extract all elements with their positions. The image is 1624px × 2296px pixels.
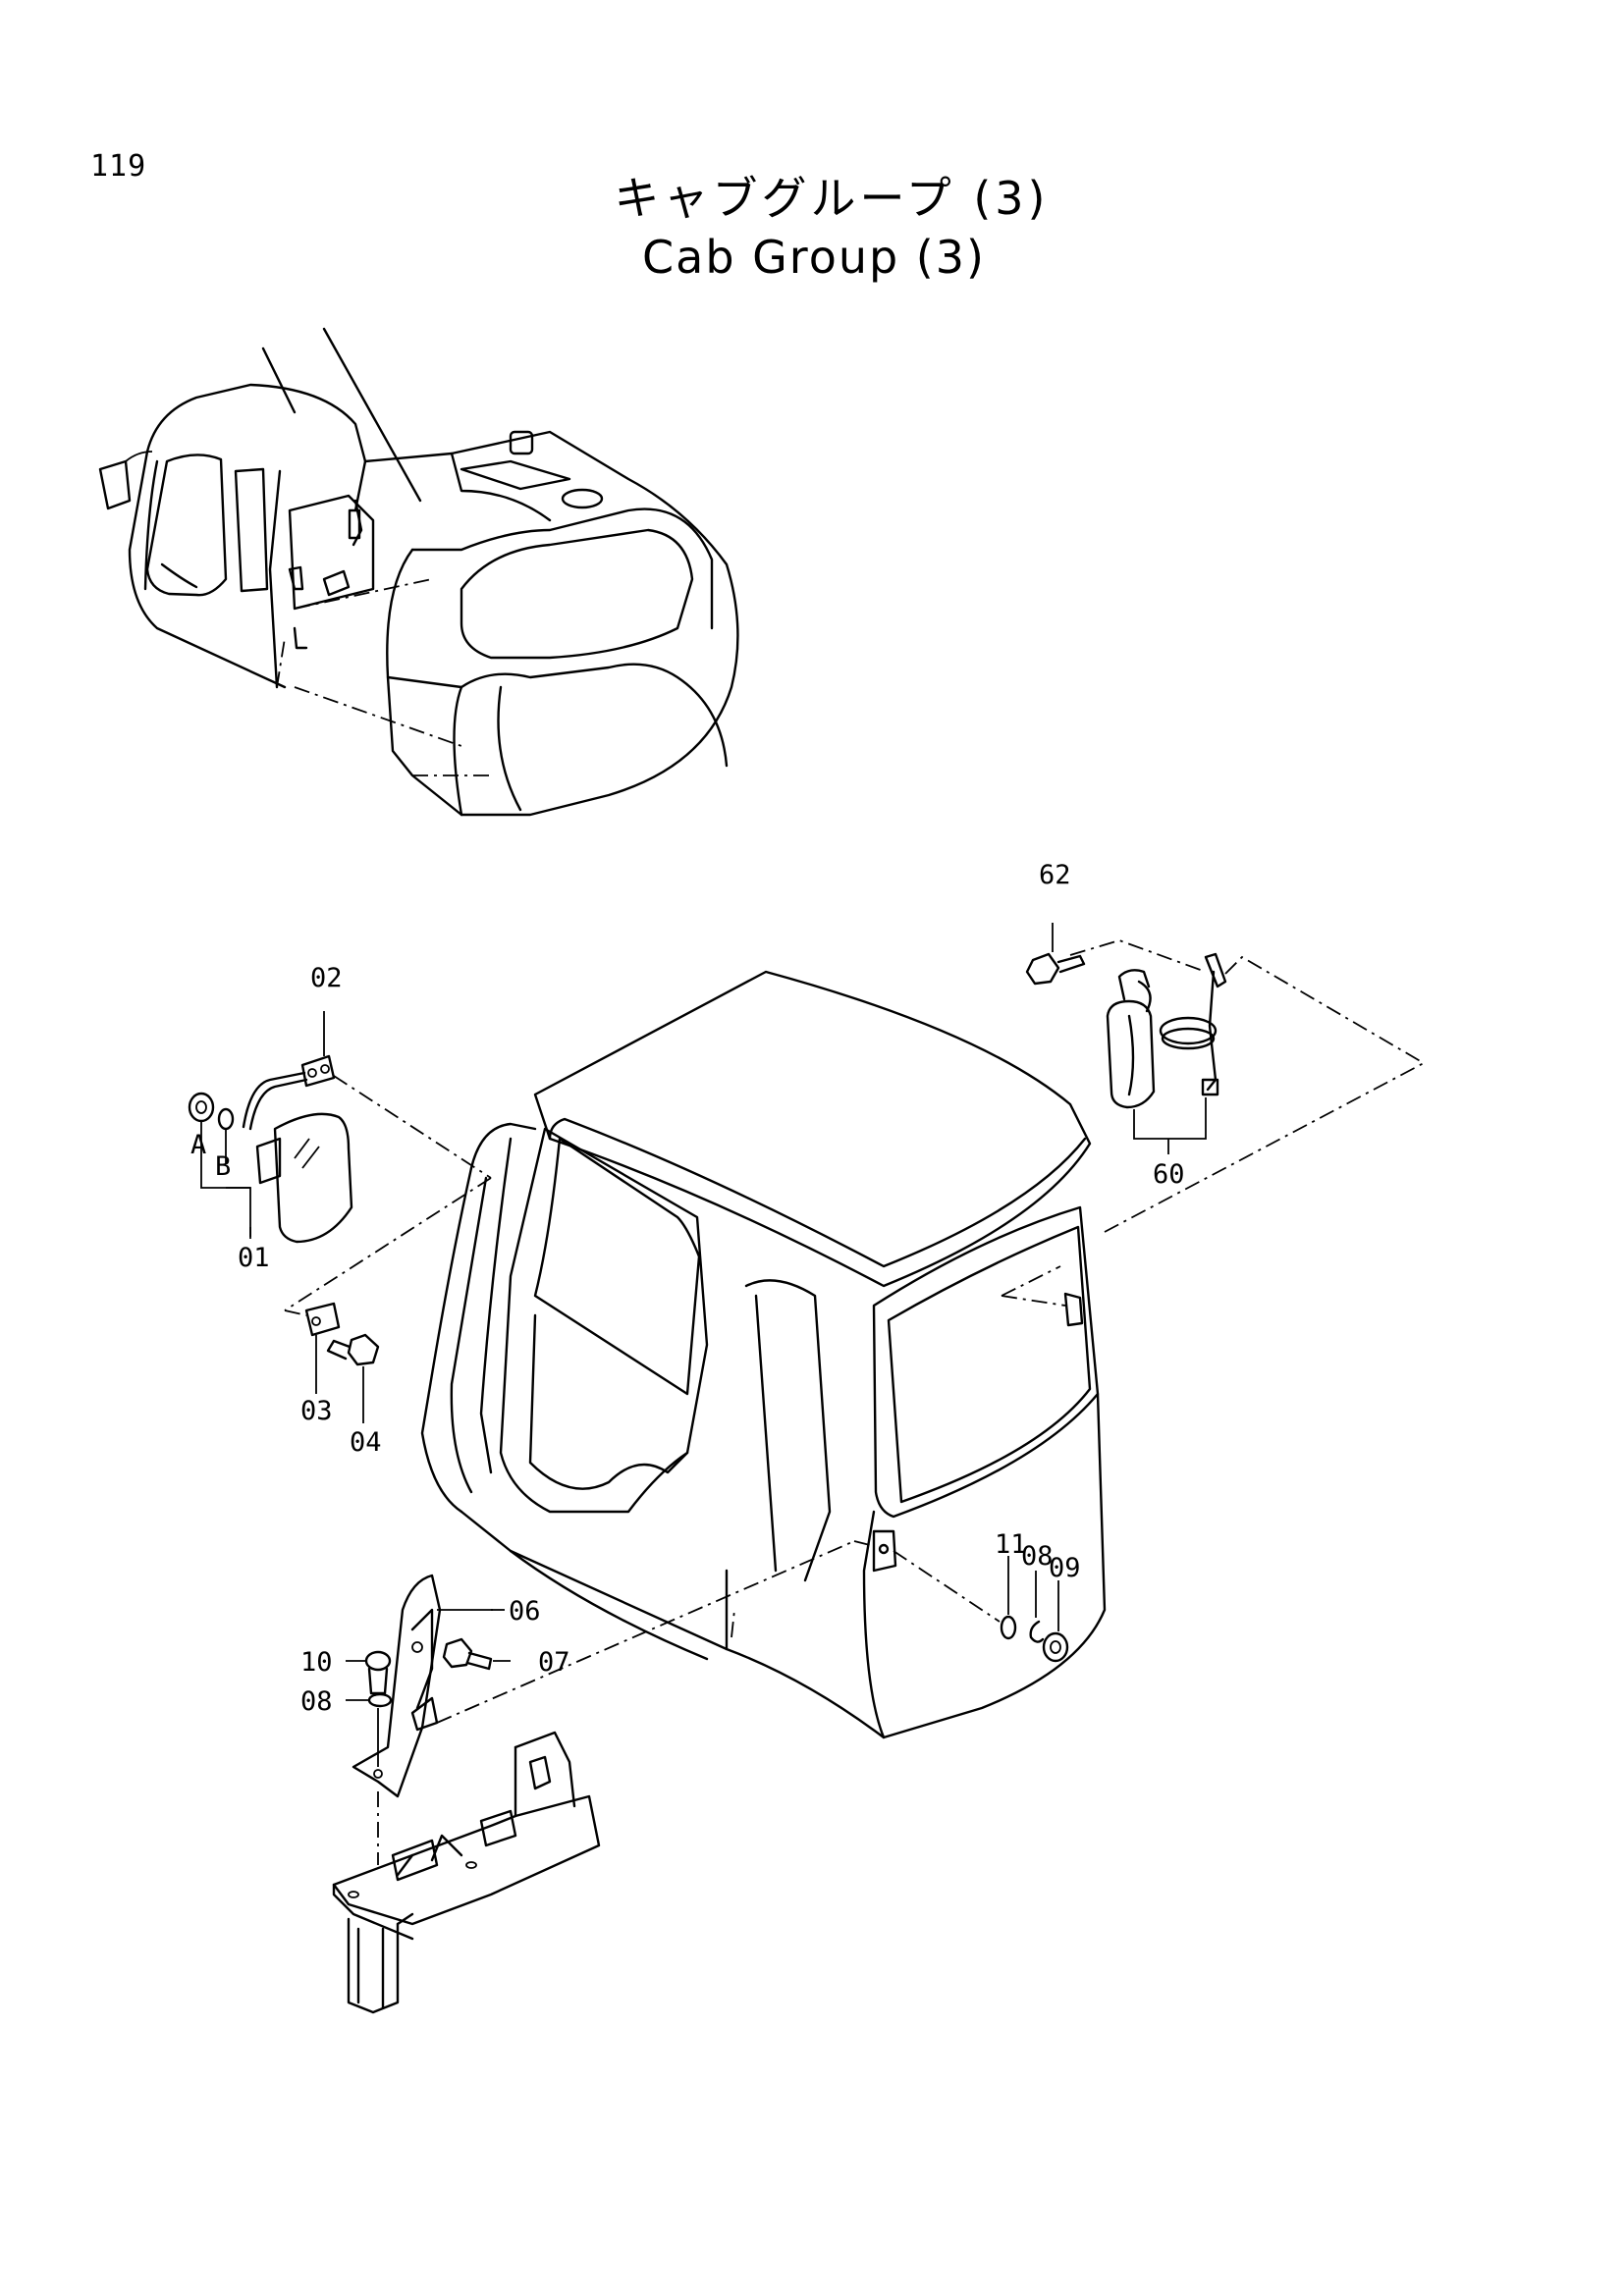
page-number: 119: [90, 149, 147, 184]
callout-04: 04: [350, 1427, 382, 1458]
cab-assembly: [420, 970, 1425, 1739]
excavator-overview: [98, 327, 739, 817]
callout-B: B: [215, 1151, 231, 1182]
title-english: Cab Group (3): [642, 231, 986, 284]
mirror-group: [188, 1011, 492, 1311]
door-latch-hardware: [893, 1550, 1069, 1663]
callout-10: 10: [300, 1647, 333, 1678]
callout-06: 06: [509, 1596, 541, 1627]
callout-08-left: 08: [300, 1686, 333, 1717]
callout-03: 03: [300, 1396, 333, 1426]
callout-01: 01: [238, 1243, 270, 1273]
callout-11: 11: [995, 1529, 1027, 1560]
callout-02: 02: [310, 963, 343, 993]
title-japanese: キャブグループ (3): [614, 172, 1050, 225]
title-block: キャブグループ (3) Cab Group (3): [0, 169, 1624, 287]
callout-09: 09: [1049, 1553, 1081, 1583]
callout-A: A: [190, 1130, 206, 1160]
callout-60: 60: [1153, 1159, 1185, 1190]
callout-08-right: 08: [1021, 1541, 1054, 1572]
callout-62: 62: [1039, 860, 1071, 890]
fire-extinguisher-group: [1025, 923, 1425, 1154]
hinge-bracket-group: [332, 1540, 875, 2014]
mirror-mount-group: [284, 1302, 380, 1423]
callout-07: 07: [538, 1647, 570, 1678]
